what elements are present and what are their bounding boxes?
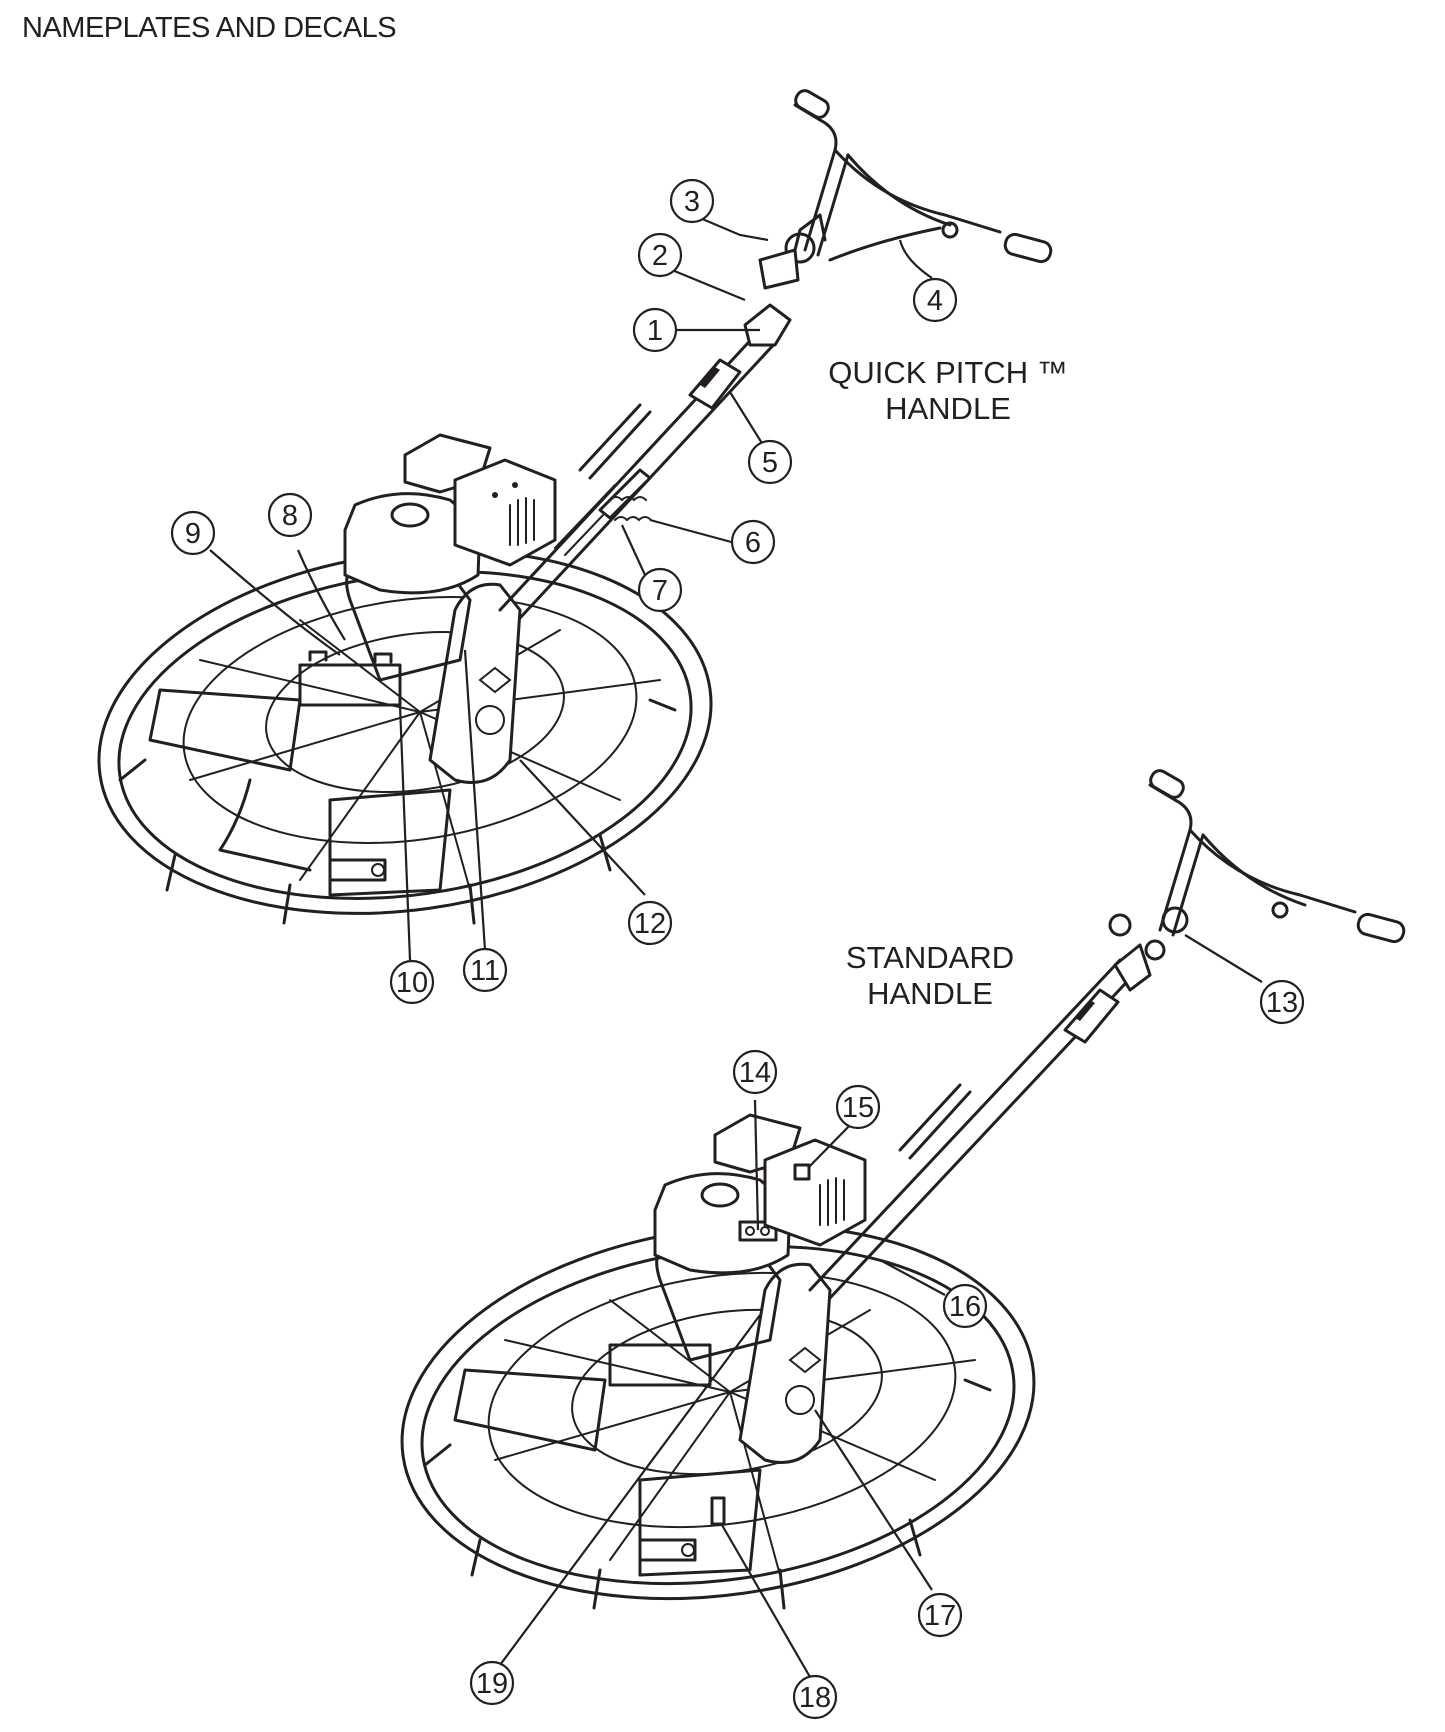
callout-9: 9 — [170, 510, 216, 556]
callout-19: 19 — [469, 1660, 515, 1706]
standard-caption-text: STANDARD HANDLE — [845, 940, 1015, 1011]
callout-5-label: 5 — [762, 447, 778, 479]
callout-9-label: 9 — [185, 518, 201, 550]
callout-1-label: 1 — [647, 315, 663, 347]
callout-10-label: 10 — [396, 967, 428, 999]
callout-18: 18 — [792, 1674, 838, 1720]
callout-12-label: 12 — [634, 908, 666, 940]
callout-3: 3 — [669, 178, 715, 224]
quick-pitch-trowel-drawing — [97, 89, 1053, 925]
callout-2-label: 2 — [652, 240, 668, 272]
callout-11-label: 11 — [470, 955, 500, 987]
callout-1: 1 — [632, 307, 678, 353]
callout-5: 5 — [747, 439, 793, 485]
callout-17-label: 17 — [924, 1600, 956, 1632]
callout-2: 2 — [637, 232, 683, 278]
callout-15: 15 — [835, 1084, 881, 1130]
callout-4-label: 4 — [927, 285, 943, 317]
callout-13-label: 13 — [1266, 987, 1298, 1019]
quick-pitch-caption-text: QUICK PITCH ™ HANDLE — [828, 355, 1068, 426]
callout-10: 10 — [389, 959, 435, 1005]
quick-pitch-handle-caption: QUICK PITCH ™ HANDLE — [808, 355, 1088, 427]
callout-3-label: 3 — [684, 186, 700, 218]
callout-7-label: 7 — [652, 575, 668, 607]
callout-12: 12 — [627, 900, 673, 946]
callout-13: 13 — [1259, 979, 1305, 1025]
callout-17: 17 — [917, 1592, 963, 1638]
callout-16: 16 — [942, 1283, 988, 1329]
callout-6: 6 — [730, 519, 776, 565]
leader-lines — [209, 216, 1263, 1678]
callout-6-label: 6 — [745, 527, 761, 559]
callout-7: 7 — [637, 567, 683, 613]
callout-4: 4 — [912, 277, 958, 323]
callout-18-label: 18 — [799, 1682, 831, 1714]
callout-8: 8 — [267, 492, 313, 538]
callout-14-label: 14 — [739, 1057, 771, 1089]
callout-11: 11 — [462, 947, 508, 993]
page-title: NAMEPLATES AND DECALS — [22, 12, 397, 44]
callout-15-label: 15 — [842, 1092, 874, 1124]
callout-8-label: 8 — [282, 500, 298, 532]
callout-16-label: 16 — [949, 1291, 981, 1323]
callout-19-label: 19 — [476, 1668, 508, 1700]
callout-14: 14 — [732, 1049, 778, 1095]
standard-trowel-drawing — [400, 769, 1406, 1610]
standard-handle-caption: STANDARD HANDLE — [820, 940, 1040, 1012]
